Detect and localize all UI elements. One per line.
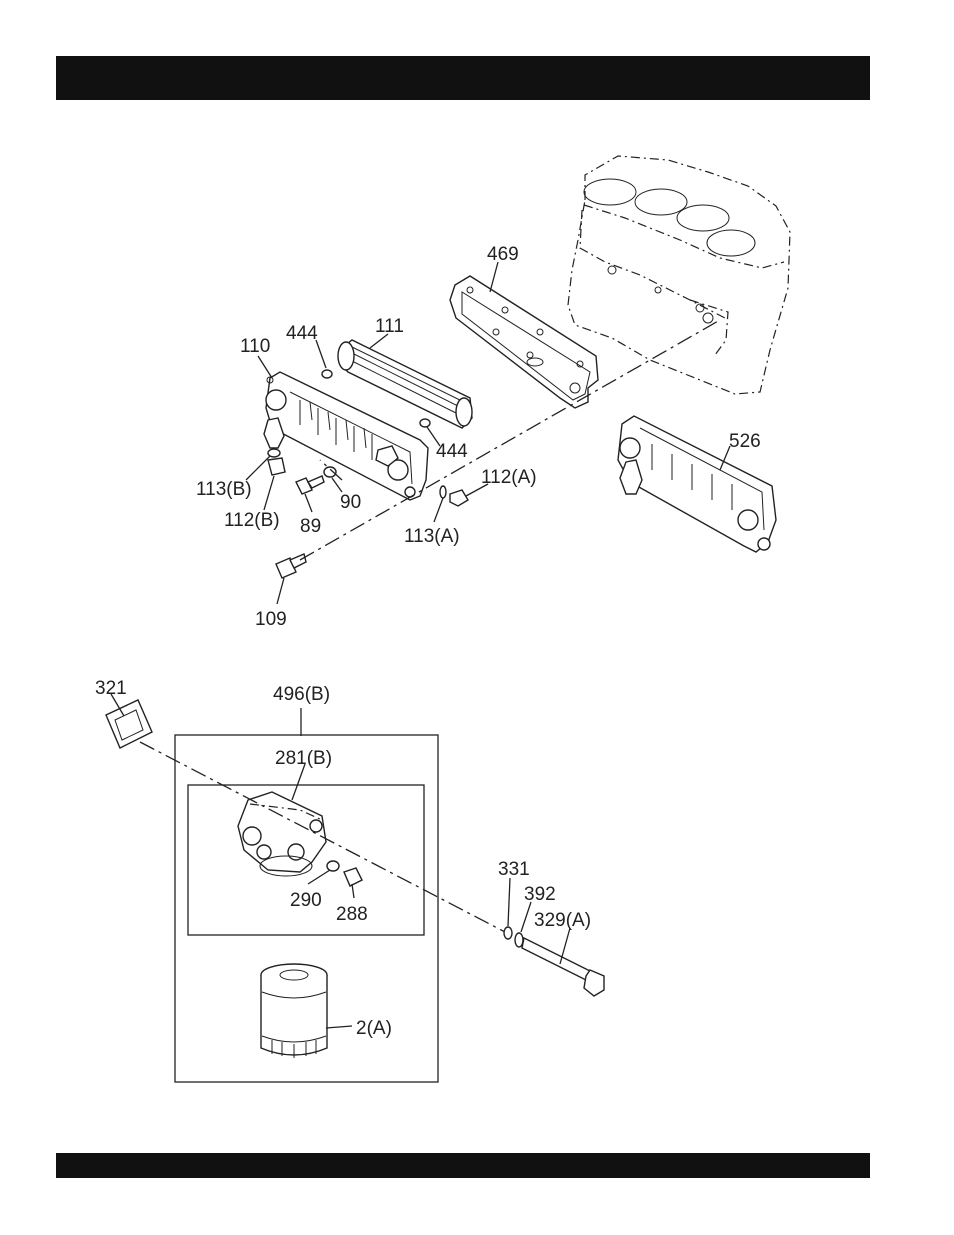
callout-290: 290 — [290, 890, 322, 911]
plug-112a — [450, 490, 468, 506]
washer-290 — [327, 861, 339, 871]
gasket-321 — [106, 700, 152, 748]
callout-281b: 281(B) — [275, 748, 332, 769]
callout-90: 90 — [340, 492, 361, 513]
washer-90 — [324, 467, 336, 477]
washer-331 — [504, 927, 512, 939]
gasket-469 — [450, 276, 598, 408]
engine-block — [568, 156, 790, 394]
callout-112b: 112(B) — [224, 510, 280, 531]
callout-496b: 496(B) — [273, 684, 330, 705]
filter-head-281b — [238, 792, 326, 876]
callout-444-lower: 444 — [436, 441, 468, 462]
o-ring-444-lower — [420, 419, 430, 427]
assembly-centerline-lower — [140, 742, 505, 932]
plug-112b — [268, 458, 285, 475]
callout-288: 288 — [336, 904, 368, 925]
callout-113b: 113(B) — [196, 479, 252, 500]
plug-109 — [276, 554, 306, 578]
o-ring-444-upper — [322, 370, 332, 378]
o-ring-113a — [440, 486, 446, 498]
callout-526: 526 — [729, 431, 761, 452]
callout-2a: 2(A) — [356, 1018, 392, 1039]
callout-392: 392 — [524, 884, 556, 905]
callout-113a: 113(A) — [404, 526, 460, 547]
oil-filter-2a — [261, 964, 327, 1058]
callout-321: 321 — [95, 678, 127, 699]
callout-329a: 329(A) — [534, 910, 591, 931]
callout-331: 331 — [498, 859, 530, 880]
plug-288 — [344, 868, 362, 886]
callout-110: 110 — [240, 336, 270, 357]
callout-112a: 112(A) — [481, 467, 537, 488]
callout-469: 469 — [487, 244, 519, 265]
callout-444-upper: 444 — [286, 323, 318, 344]
washer-392 — [515, 933, 523, 947]
bolt-89 — [296, 476, 324, 494]
callout-109: 109 — [255, 609, 287, 630]
callout-89: 89 — [300, 516, 321, 537]
callout-111: 111 — [375, 316, 404, 337]
bolt-329a — [522, 938, 604, 996]
